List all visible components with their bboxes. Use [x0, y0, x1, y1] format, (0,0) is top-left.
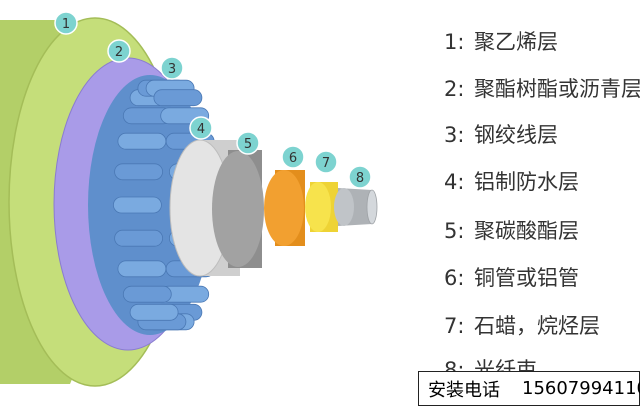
- steel-strand: [113, 196, 162, 214]
- steel-strand: [117, 132, 167, 150]
- svg-text:5: 5: [244, 137, 252, 152]
- svg-text:2: 2: [115, 45, 123, 60]
- legend-item-5: 5: 聚碳酸酯层: [444, 216, 579, 246]
- steel-strand: [122, 285, 172, 303]
- layer-5-polycarbonate: [212, 150, 264, 268]
- legend-number: 6:: [444, 266, 465, 290]
- legend-number: 7:: [444, 314, 465, 338]
- badge-7: 7: [314, 150, 338, 174]
- legend-number: 5:: [444, 219, 465, 243]
- badge-1: 1: [54, 11, 78, 35]
- legend-label: 铜管或铝管: [474, 266, 579, 290]
- svg-text:8: 8: [356, 171, 364, 186]
- steel-strand: [117, 260, 167, 278]
- legend-item-6: 6: 铜管或铝管: [444, 263, 579, 293]
- install-phone-label: 安装电话: [428, 379, 500, 401]
- layer-7-paraffin: [305, 182, 338, 232]
- badge-4: 4: [189, 116, 213, 140]
- steel-strand: [153, 89, 203, 107]
- legend-label: 石蜡，烷烃层: [474, 314, 600, 338]
- badge-5: 5: [236, 131, 260, 155]
- badge-3: 3: [160, 56, 184, 80]
- badge-8: 8: [348, 165, 372, 189]
- legend-item-7: 7: 石蜡，烷烃层: [444, 311, 600, 341]
- steel-strand: [114, 163, 163, 181]
- badge-6: 6: [281, 145, 305, 169]
- svg-text:1: 1: [62, 17, 70, 32]
- legend-label: 聚碳酸酯层: [474, 219, 579, 243]
- legend-number: 4:: [444, 170, 465, 194]
- svg-text:4: 4: [197, 122, 205, 137]
- legend-item-2: 2: 聚酯树酯或沥青层: [444, 74, 640, 104]
- legend-number: 1:: [444, 30, 465, 54]
- legend-label: 铝制防水层: [474, 170, 579, 194]
- badge-2: 2: [107, 39, 131, 63]
- legend-label: 聚乙烯层: [474, 30, 558, 54]
- svg-text:7: 7: [322, 156, 330, 171]
- steel-strand: [114, 229, 163, 247]
- install-phone-number: 15607994110: [522, 378, 640, 399]
- install-phone-banner: 安装电话 15607994110: [418, 371, 640, 406]
- legend-label: 聚酯树酯或沥青层: [474, 77, 640, 101]
- svg-text:6: 6: [289, 151, 297, 166]
- legend-item-1: 1: 聚乙烯层: [444, 27, 558, 57]
- steel-strand: [129, 303, 179, 321]
- legend-label: 钢绞线层: [474, 123, 558, 147]
- legend-item-4: 4: 铝制防水层: [444, 167, 579, 197]
- legend-item-3: 3: 钢绞线层: [444, 120, 558, 150]
- svg-text:3: 3: [168, 62, 176, 77]
- layer-6-copper-tube: [264, 170, 305, 246]
- legend-number: 3:: [444, 123, 465, 147]
- layer-8-fiber-bundle: [334, 188, 378, 226]
- legend-number: 2:: [444, 77, 465, 101]
